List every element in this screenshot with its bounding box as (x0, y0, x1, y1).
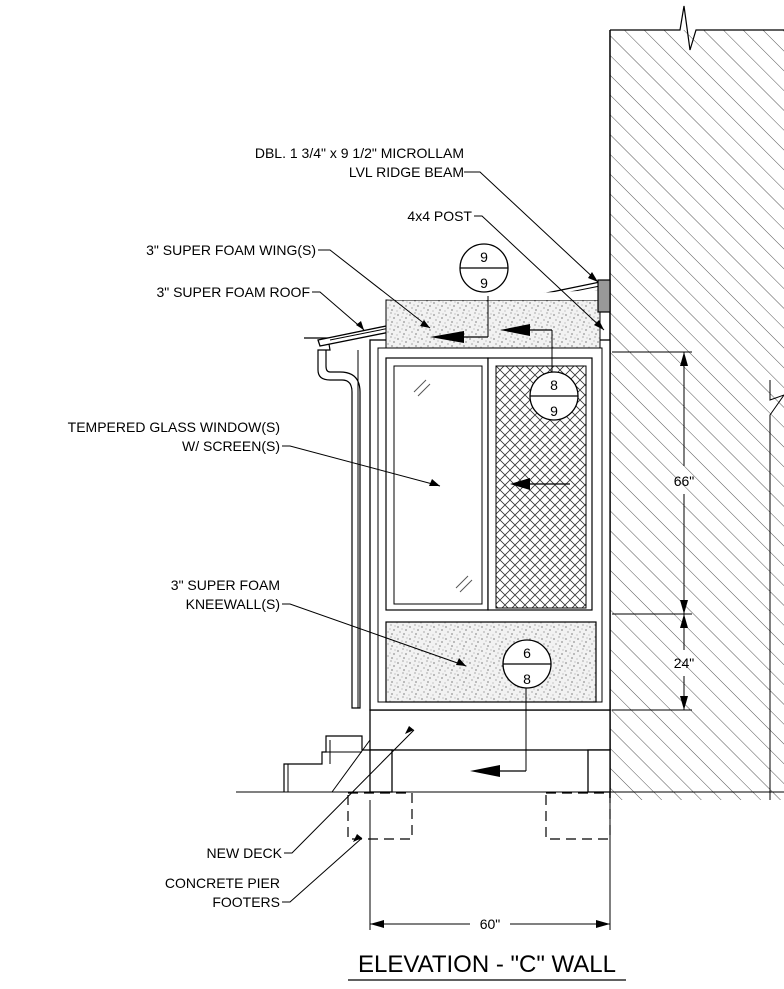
gutter-downspout (304, 337, 361, 709)
callout-1-bottom: 9 (480, 275, 488, 291)
section-callout-3: 6 8 (502, 639, 552, 689)
width-dimension: 60" (480, 916, 501, 932)
callout-2-bottom: 9 (550, 403, 558, 419)
existing-house-wall (609, 5, 784, 800)
leader-arrowheads (353, 272, 604, 842)
pier-label-line1: CONCRETE PIER (165, 875, 280, 891)
window-label-line2: W/ SCREEN(S) (182, 438, 280, 454)
section-callout-2: 8 9 (529, 371, 579, 421)
dimension-kneewall-height: 24" (674, 614, 695, 710)
window-height-dimension: 66" (674, 473, 695, 489)
post-label: 4x4 POST (407, 208, 472, 224)
kneewall (385, 621, 597, 703)
pier-footers (347, 792, 611, 840)
drawing-title: ELEVATION - "C" WALL (358, 951, 616, 978)
section-arrows (430, 296, 570, 777)
deck-label: NEW DECK (207, 845, 283, 861)
kneewall-label-line2: KNEEWALL(S) (186, 596, 280, 612)
leaders (282, 171, 605, 903)
section-callout-1: 9 9 (459, 243, 509, 293)
wing-label: 3" SUPER FOAM WING(S) (146, 242, 316, 258)
callout-1-top: 9 (480, 249, 488, 265)
ridge-beam-label-line2: LVL RIDGE BEAM (349, 164, 464, 180)
window-label-line1: TEMPERED GLASS WINDOW(S) (68, 419, 280, 435)
dimension-window-height: 66" (612, 351, 695, 711)
ridge-beam-label-line1: DBL. 1 3/4" x 9 1/2" MICROLLAM (255, 145, 464, 161)
dimension-width: 60" (369, 800, 611, 932)
roof-label: 3" SUPER FOAM ROOF (156, 284, 310, 300)
stairs (283, 735, 371, 793)
kneewall-height-dimension: 24" (674, 655, 695, 671)
deck (369, 709, 611, 793)
callout-3-bottom: 8 (523, 671, 531, 687)
kneewall-label-line1: 3" SUPER FOAM (171, 577, 280, 593)
callout-3-top: 6 (523, 645, 531, 661)
callout-2-top: 8 (550, 377, 558, 393)
pier-label-line2: FOOTERS (212, 894, 280, 910)
